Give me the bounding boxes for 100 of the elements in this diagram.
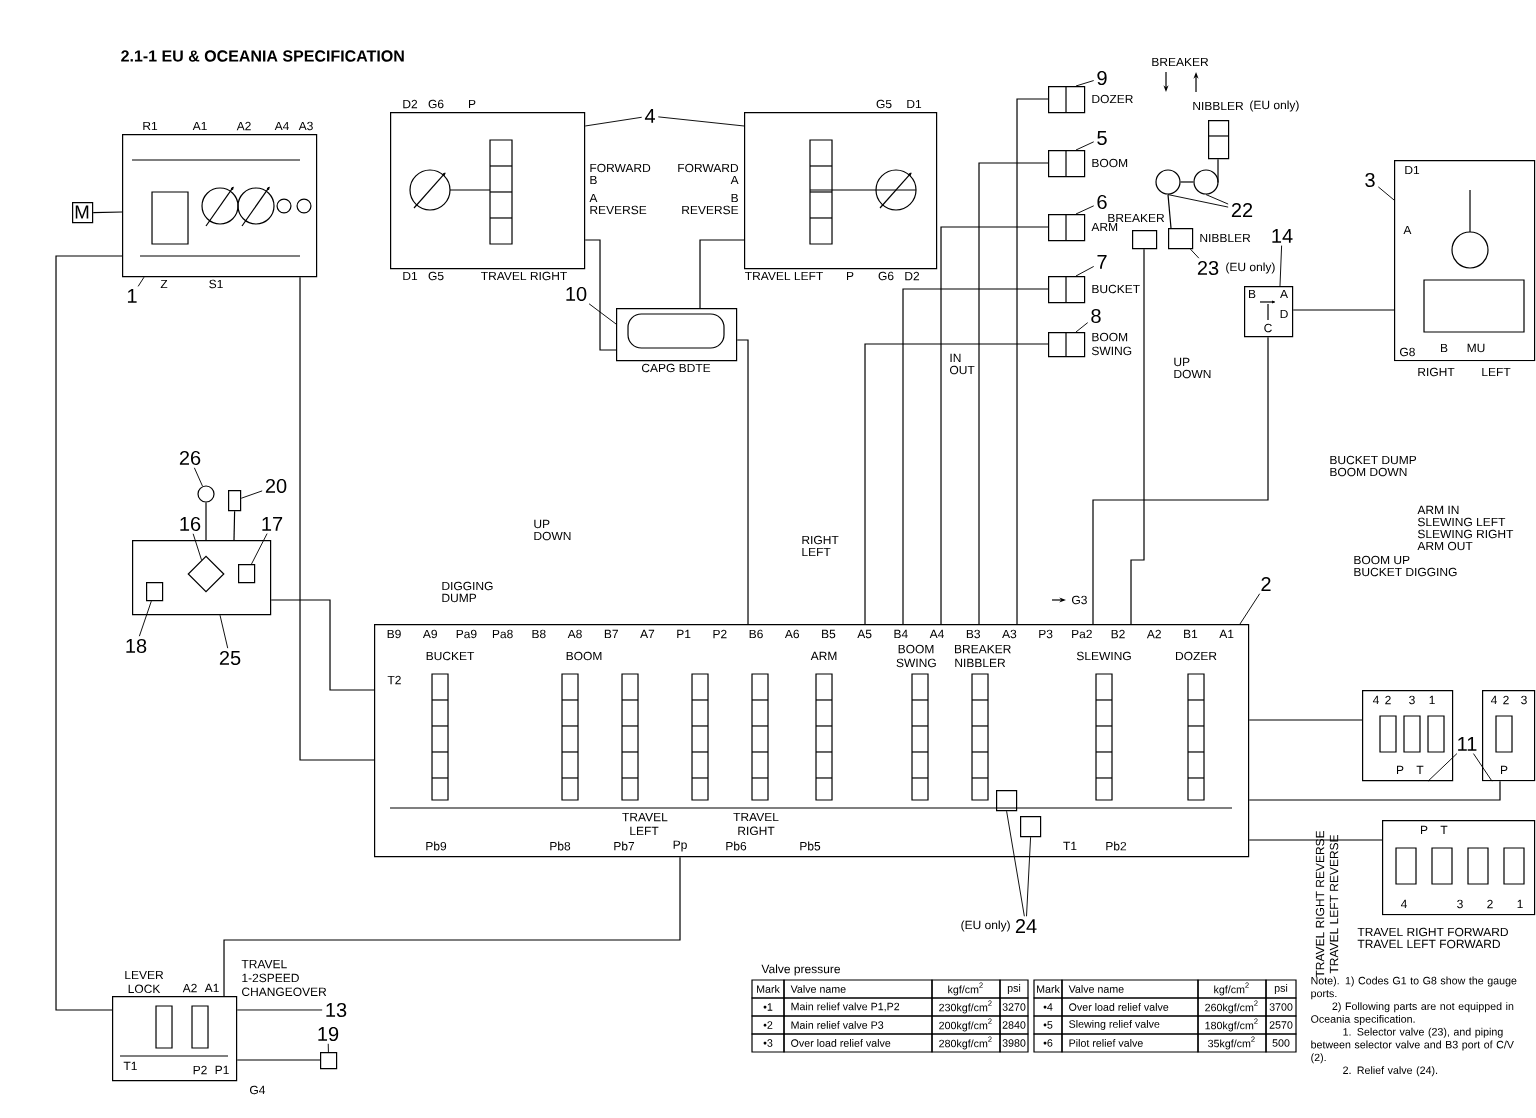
hydraulic-line [1016,98,1049,625]
hydraulic-cylinder [1048,275,1140,304]
port-label: M [75,205,89,219]
leader-line [193,467,203,487]
relief-valve [996,790,1018,812]
callout-number: 4 [644,109,655,123]
callout-number: 18 [126,638,147,654]
motor-symbol [72,202,94,224]
leader-line [1075,205,1095,215]
leader-line [584,116,643,127]
hydraulic-line [584,239,617,351]
leader-line [1473,753,1493,782]
pilot-valve [1382,820,1536,916]
leader-line [138,600,152,637]
hydraulic-cylinder [1048,85,1133,114]
leader-line [1190,248,1200,259]
leader-line [192,533,202,561]
hydraulic-line [1130,248,1145,625]
callout-number: 7 [1097,255,1107,269]
leader-line [236,1009,323,1011]
callout-number: 8 [1091,308,1101,324]
callout-number: 14 [1272,229,1293,243]
hydraulic-line [92,211,123,214]
hydraulic-line [978,162,1049,625]
leader-line [588,303,617,325]
pilot-valve [1362,690,1454,782]
hydraulic-line [940,226,1049,625]
hydraulic-line [736,339,749,625]
leader-line [1026,836,1032,917]
hydraulic-line [1167,194,1172,229]
callout-number: 5 [1097,131,1107,145]
callout-number: 24 [1015,919,1037,933]
callout-number: 17 [262,517,283,531]
swivel-joint [616,307,738,373]
accumulator [1155,169,1181,195]
callout-number: 2 [1261,577,1271,591]
leader-line [327,1043,329,1053]
oil-cooler [187,555,225,593]
travel-motor [678,99,938,281]
callout-number: 20 [265,478,287,494]
hydraulic-cylinder [1048,331,1132,358]
callout-number: 1 [127,289,137,303]
leader-line [1075,322,1089,333]
cooler-box [132,540,272,616]
hydraulic-line [1092,336,1269,625]
hydraulic-line [1217,158,1220,183]
leader-line [1075,266,1095,277]
title: 2.1-1 EU & OCEANIA SPECIFICATION [121,50,404,62]
callout-number: 26 [179,450,201,466]
hydraulic-line [902,288,1049,625]
callout-number: 16 [180,516,201,532]
leader-line [1205,194,1229,205]
hydraulic-line [1248,839,1383,841]
hydraulic-line [1248,780,1501,801]
travel-motor [390,99,651,281]
leader-line [1279,245,1283,287]
callout-number: 22 [1231,203,1253,217]
pressure-switch [320,1052,338,1070]
leader-line [137,276,145,287]
hydraulic-line [270,599,375,691]
leader-line [1377,186,1395,201]
hydraulic-line [1180,181,1194,183]
leader-line [1167,194,1229,208]
callout-number: 13 [326,1002,347,1018]
leader-line [1427,753,1458,782]
swing-motor [1394,160,1536,377]
control-valve [374,624,1250,858]
leader-line [1239,593,1261,625]
leader-line [1006,810,1025,917]
relief-valve [1020,816,1042,838]
leader-line [219,614,229,649]
leader-line [1075,141,1095,151]
callout-number: 9 [1097,70,1107,86]
hydraulic-line [55,255,123,1011]
callout-number: 6 [1097,194,1107,210]
hydraulic-line [1248,719,1363,721]
pilot-valve [1482,690,1536,782]
hydraulic-line [236,1059,321,1061]
hydraulic-cylinder [1193,100,1299,160]
callout-number: 10 [566,286,587,302]
hydraulic-line [299,276,375,761]
callout-number: 3 [1365,172,1375,188]
hydraulic-line [1292,309,1395,311]
accumulator [1193,169,1219,195]
callout-number: 25 [219,650,241,666]
callout-number: 19 [318,1026,339,1042]
hydraulic-cylinder [1048,149,1128,178]
check-valve [197,485,215,503]
leader-line [657,116,745,127]
hydraulic-line [223,856,681,997]
leader-line [1075,80,1095,87]
valve-block [1244,286,1294,338]
selector-valve [1168,228,1251,250]
leader-line [251,533,268,565]
hydraulic-line [233,510,236,541]
hydraulic-line [699,239,745,309]
hydraulic-line [205,502,207,541]
callout-number: 11 [1458,737,1477,751]
hydraulic-line [864,343,1049,625]
leader-line [240,490,263,499]
